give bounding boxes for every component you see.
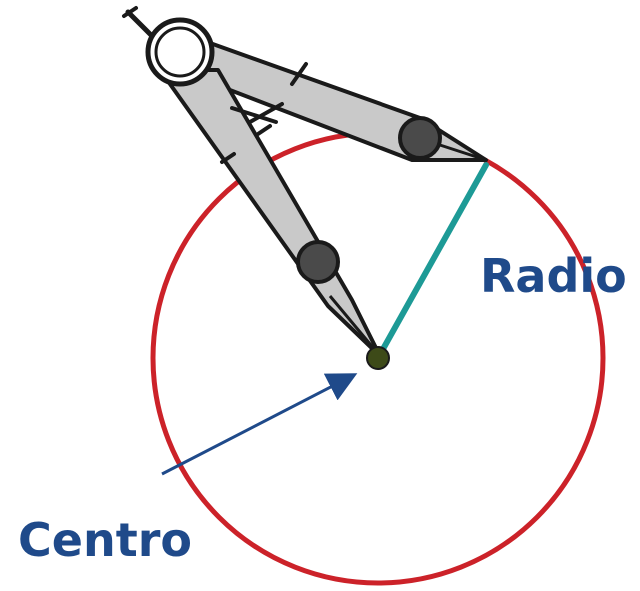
radius-line	[375, 162, 489, 361]
center-arrow	[161, 373, 358, 476]
drawing-compass-icon	[122, 6, 488, 358]
center-point	[366, 346, 390, 370]
radius-label: Radio	[480, 249, 627, 303]
center-label: Centro	[18, 513, 192, 567]
